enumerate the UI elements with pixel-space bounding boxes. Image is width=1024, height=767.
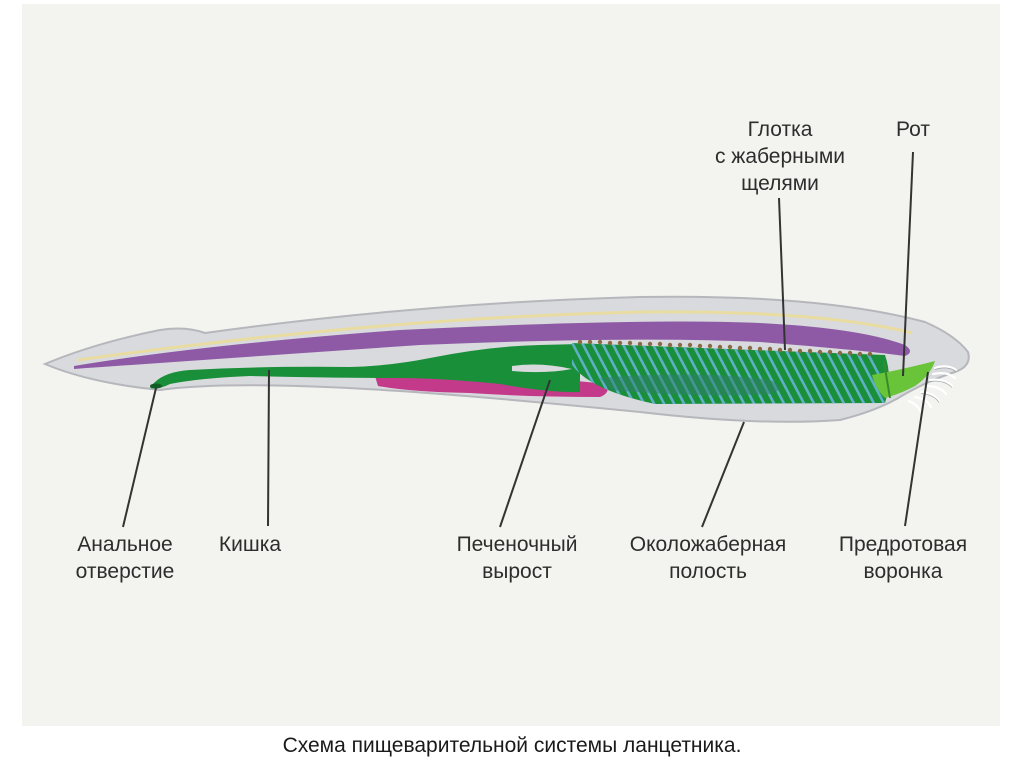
label-atrium-line-2: полость (608, 558, 808, 585)
label-atrium: Околожаберная полость (608, 531, 808, 585)
label-mouth: Рот (880, 116, 946, 143)
label-pharynx-line-3: щелями (690, 170, 870, 197)
label-anus: Анальное отверстие (55, 531, 195, 585)
label-anus-line-2: отверстие (55, 558, 195, 585)
label-anus-line-1: Анальное (55, 531, 195, 558)
label-atrium-line-1: Околожаберная (608, 531, 808, 558)
leader-anus (123, 388, 156, 527)
label-liver-line-2: вырост (436, 558, 598, 585)
label-mouth-line-1: Рот (880, 116, 946, 143)
label-intestine: Кишка (205, 531, 295, 558)
label-pharynx-line-2: с жаберными (690, 143, 870, 170)
leader-atrium (702, 422, 744, 527)
label-pharynx-line-1: Глотка (690, 116, 870, 143)
anus-mark (150, 384, 162, 389)
leader-intestine (268, 370, 269, 526)
label-vestibule-line-2: воронка (820, 558, 986, 585)
label-vestibule-line-1: Предротовая (820, 531, 986, 558)
label-pharynx: Глотка с жаберными щелями (690, 116, 870, 197)
label-vestibule: Предротовая воронка (820, 531, 986, 585)
leader-vestibule (905, 372, 928, 526)
label-intestine-line-1: Кишка (205, 531, 295, 558)
figure-caption: Схема пищеварительной системы ланцетника… (0, 734, 1024, 758)
label-liver: Печеночный вырост (436, 531, 598, 585)
label-liver-line-1: Печеночный (436, 531, 598, 558)
